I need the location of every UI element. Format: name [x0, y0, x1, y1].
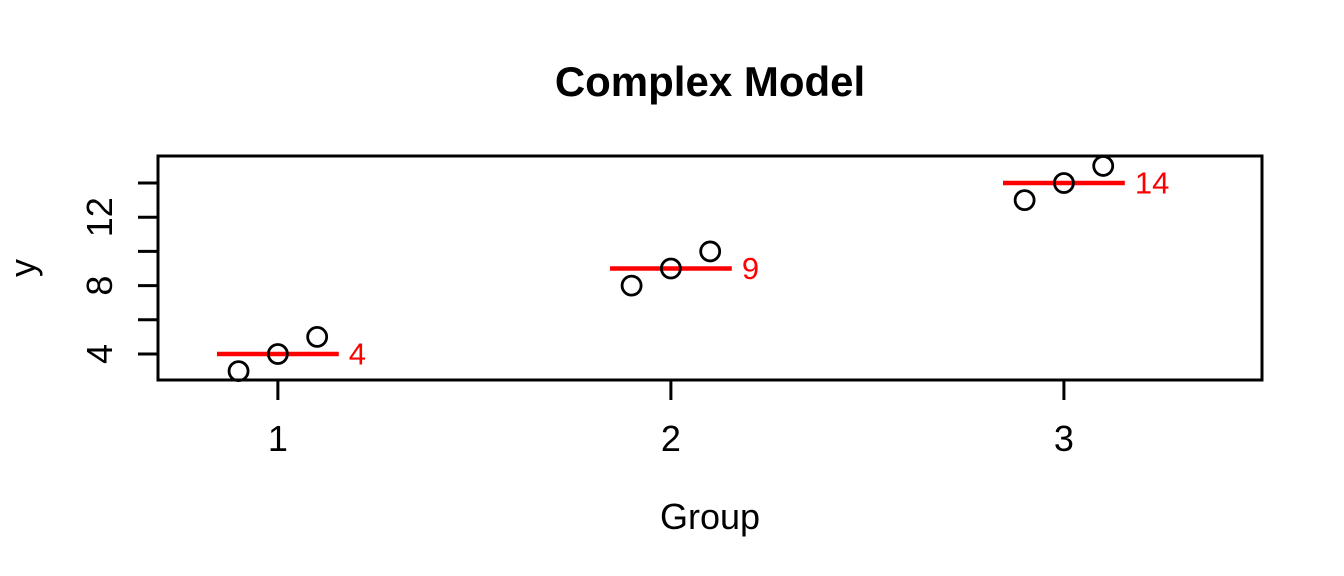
data-point [306, 326, 329, 348]
data-point [659, 257, 682, 280]
data-point [1092, 155, 1115, 177]
chart-title: Complex Model [555, 58, 865, 105]
y-tick-label: 8 [79, 276, 120, 296]
data-point [227, 360, 250, 383]
x-tick-label: 2 [661, 418, 681, 459]
data-point [266, 343, 289, 365]
plot-box-border [156, 154, 1264, 382]
data-point [699, 240, 722, 263]
y-axis-label: y [2, 259, 43, 277]
group-mean-label: 9 [742, 251, 759, 286]
data-point [1013, 189, 1036, 212]
data-point [620, 274, 643, 297]
x-tick-label: 1 [268, 418, 288, 459]
group-mean-label: 14 [1135, 166, 1169, 201]
y-tick-label: 12 [79, 197, 120, 237]
data-point [1053, 172, 1075, 194]
x-tick-label: 3 [1054, 418, 1074, 459]
x-axis-label: Group [660, 496, 760, 537]
y-tick-label: 4 [79, 344, 120, 364]
group-mean-label: 4 [349, 337, 366, 372]
